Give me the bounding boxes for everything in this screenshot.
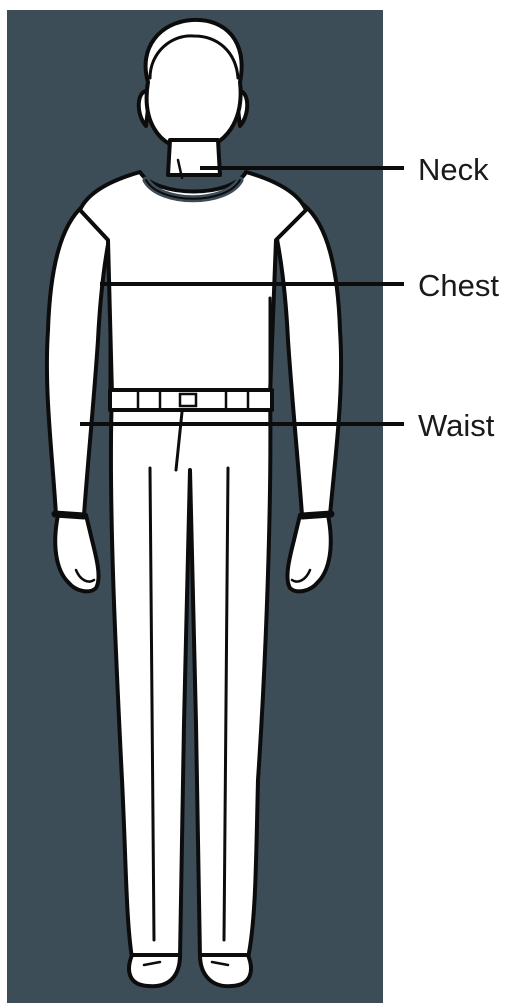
neck-label: Neck [418, 152, 489, 187]
left-cuff [55, 514, 84, 516]
waist-label: Waist [418, 408, 495, 443]
chest-label: Chest [418, 268, 499, 303]
right-cuff [302, 514, 331, 516]
head [146, 20, 242, 150]
